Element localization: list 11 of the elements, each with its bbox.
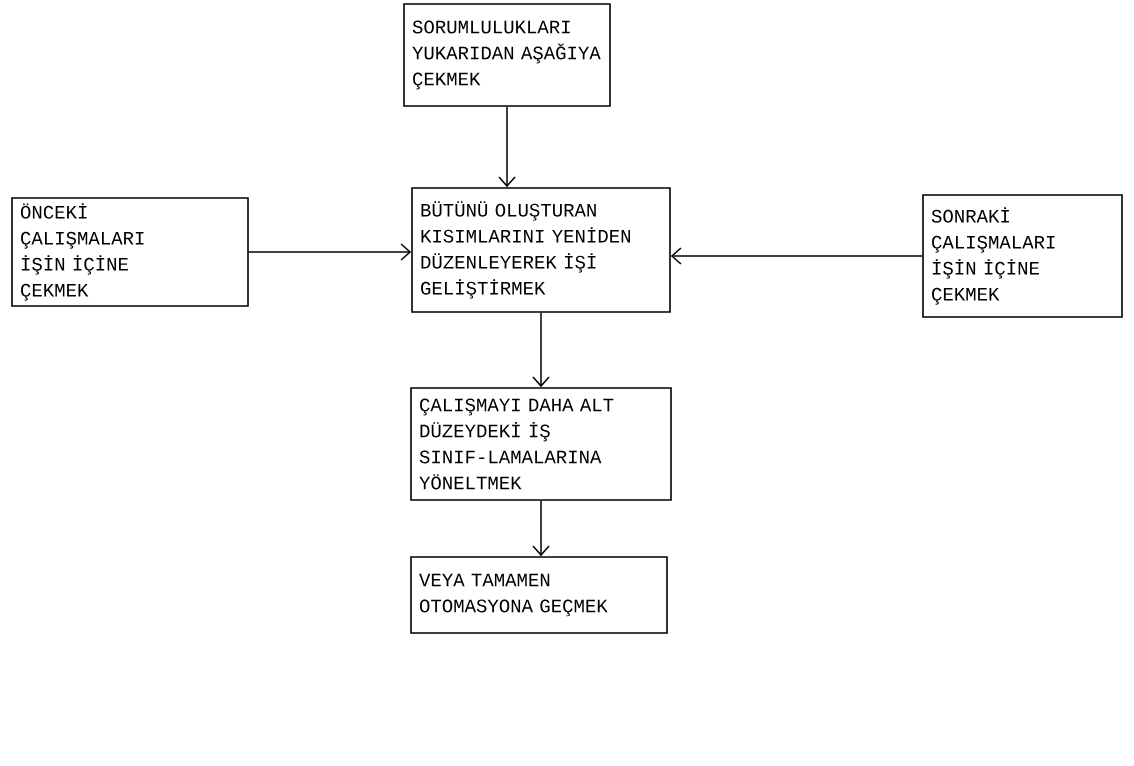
arrow [532, 312, 550, 388]
process-box: ÇALIŞMAYI DAHA ALT DÜZEYDEKİ İŞ SINIF-LAMALARINA YÖNELTMEK [410, 387, 672, 501]
process-box: SORUMLULUKLARI YUKARIDAN AŞAĞIYA ÇEKMEK [403, 3, 611, 107]
process-box: VEYA TAMAMEN OTOMASYONA GEÇMEK [410, 556, 668, 634]
arrow [670, 247, 923, 265]
process-box: SONRAKİ ÇALIŞMALARI İŞİN İÇİNE ÇEKMEK [922, 194, 1123, 318]
process-box: BÜTÜNÜ OLUŞTURAN KISIMLARINI YENİDEN DÜZENLEYEREK İŞİ GELİŞTİRMEK [411, 187, 671, 313]
arrow [498, 106, 516, 188]
process-box: ÖNCEKİ ÇALIŞMALARI İŞİN İÇİNE ÇEKMEK [11, 197, 249, 307]
arrow [532, 500, 550, 557]
arrow [248, 243, 412, 261]
